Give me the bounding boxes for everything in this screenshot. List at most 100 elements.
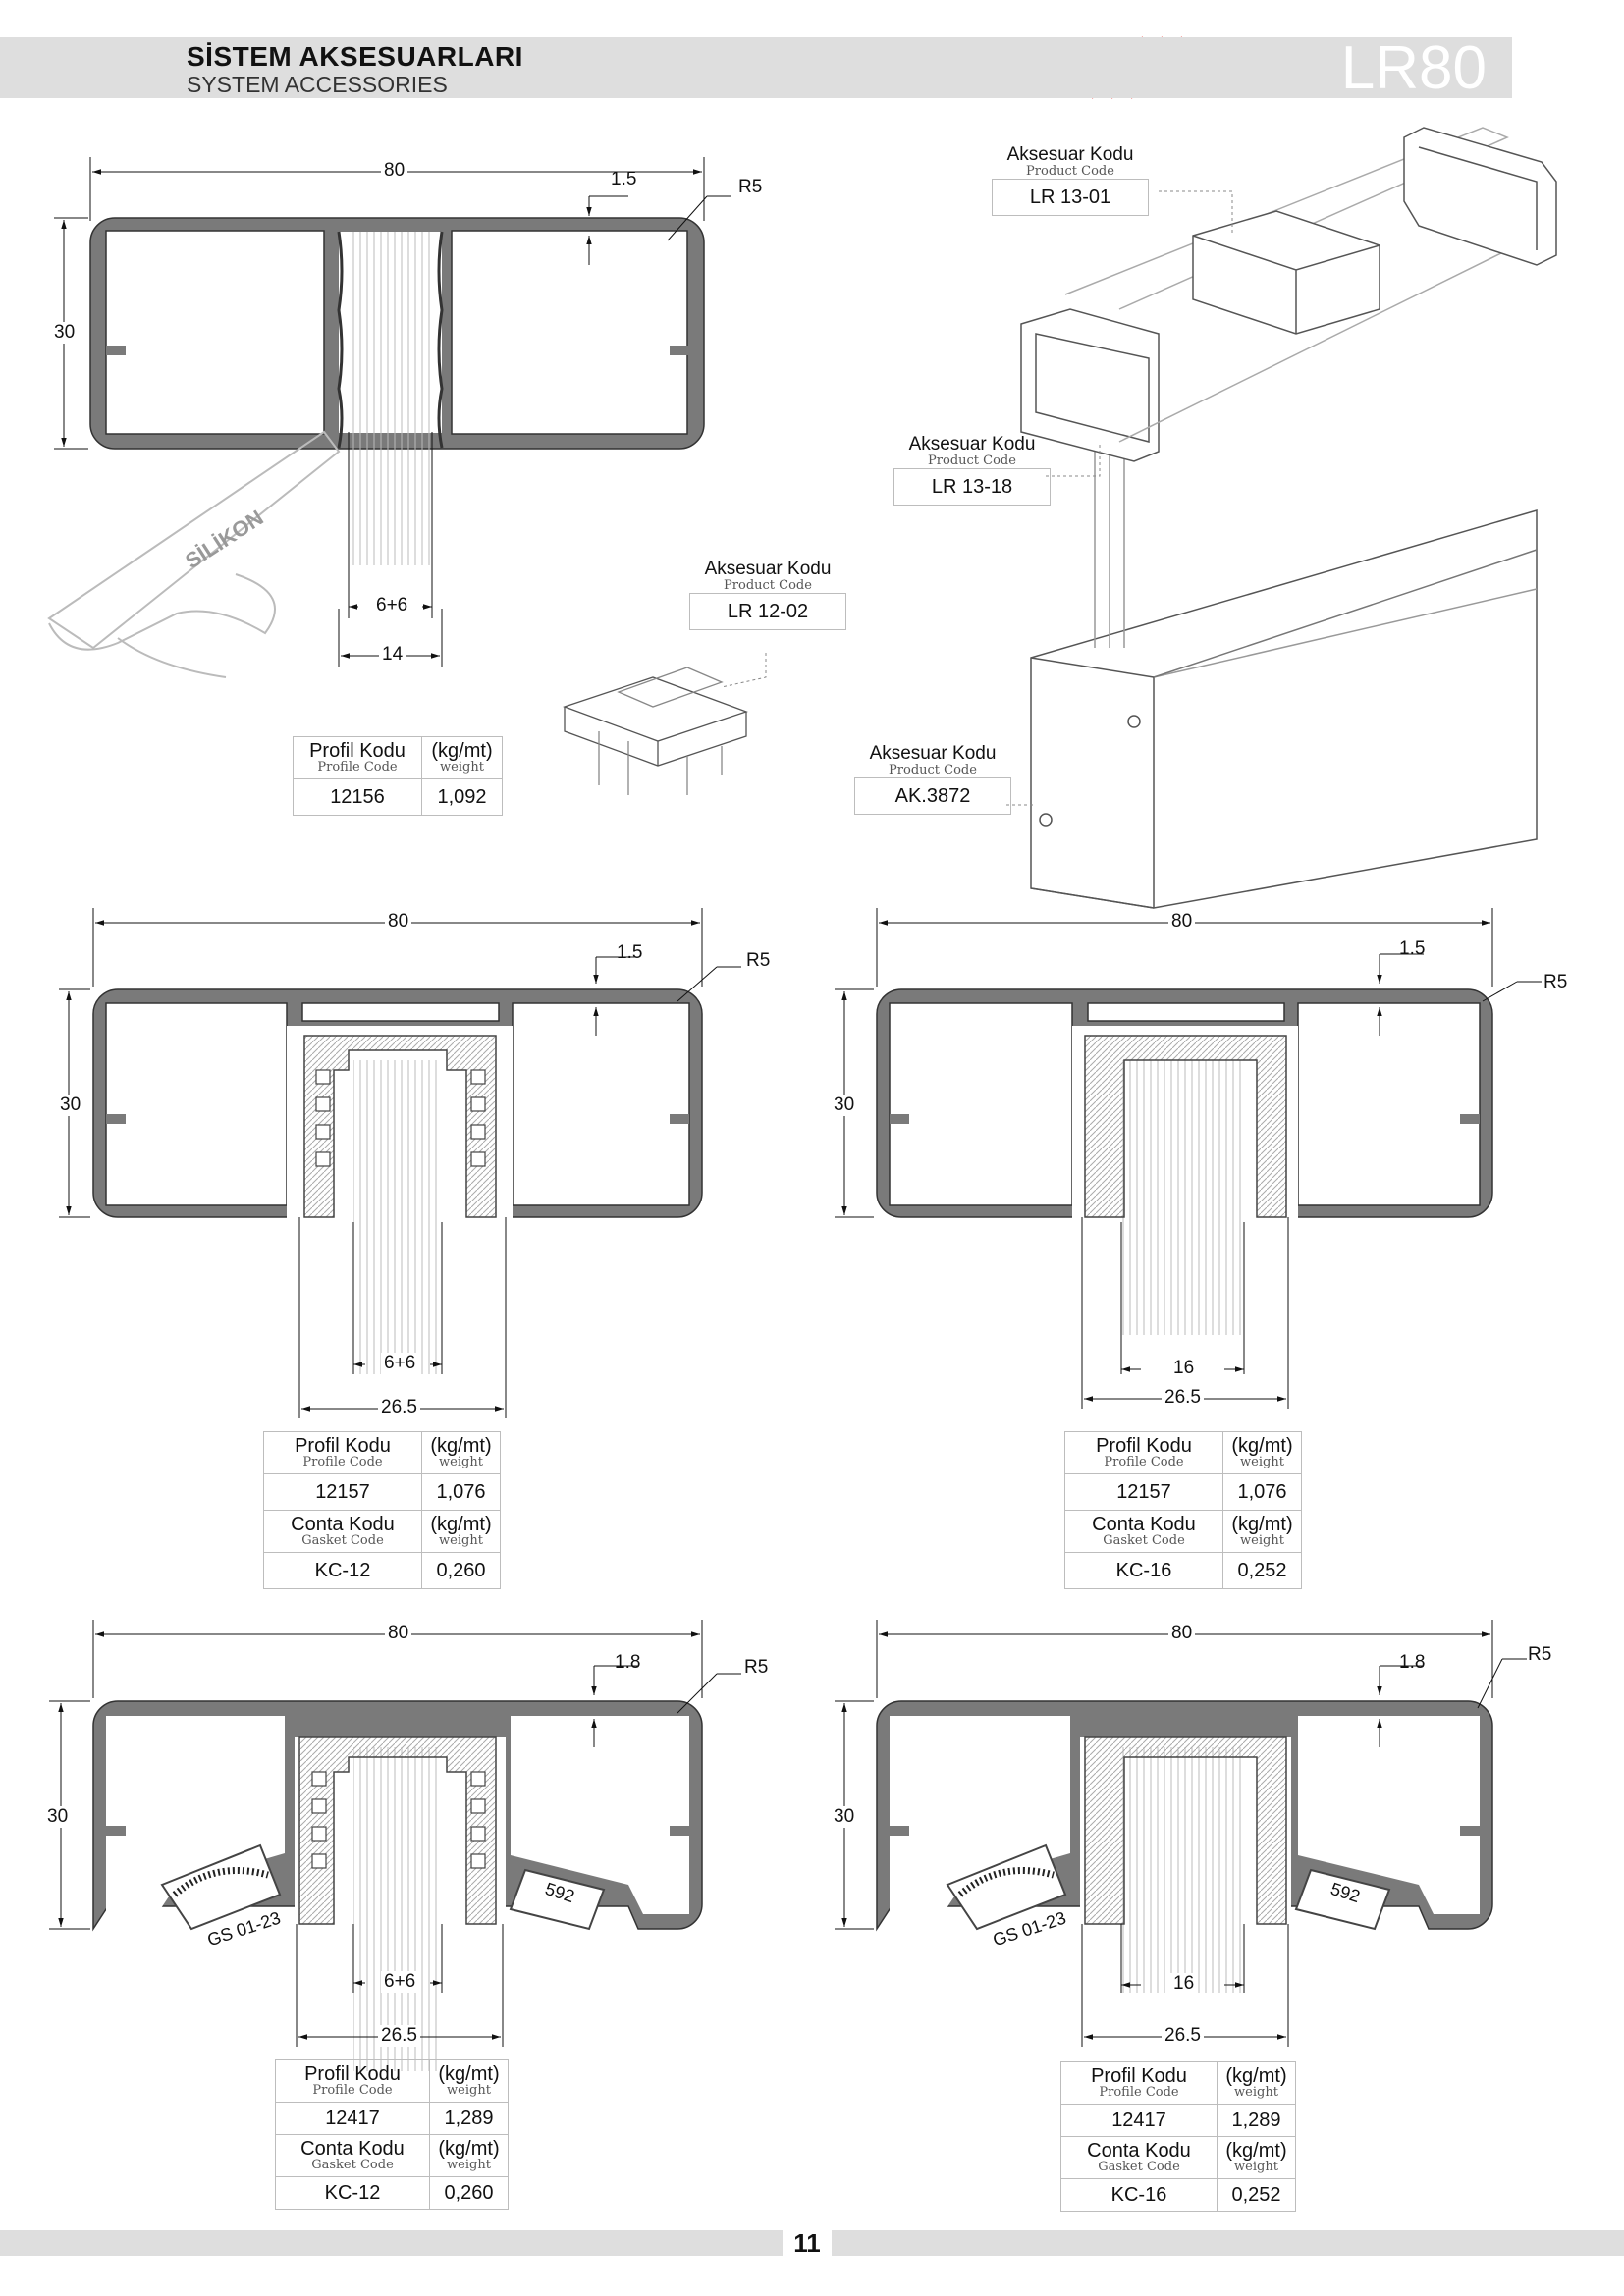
- acc-label-tr: Aksesuar Kodu: [704, 559, 832, 579]
- label-tr: Conta Kodu: [300, 2138, 405, 2160]
- label-tr: (kg/mt): [1225, 2140, 1287, 2162]
- acc-label-tr: Aksesuar Kodu: [908, 434, 1036, 454]
- label-tr: Conta Kodu: [291, 1514, 395, 1535]
- label-en: Gasket Code: [311, 2158, 394, 2172]
- acc-code-value: AK.3872: [854, 777, 1011, 815]
- dim-slot: 26.5: [1162, 2025, 1204, 2047]
- weight-header: (kg/mt)weight: [421, 736, 503, 779]
- dim-height: 30: [831, 1806, 858, 1828]
- model-name: LR80: [1340, 34, 1487, 102]
- acc-label-en: Product Code: [854, 764, 1011, 778]
- weight-header: (kg/mt)weight: [421, 1510, 501, 1553]
- profile-12156-section: [89, 217, 705, 565]
- dim-glass: 16: [1170, 1358, 1198, 1379]
- silicone-gun-drawing: [47, 430, 341, 678]
- dim-height: 30: [831, 1095, 858, 1116]
- label-en: weight: [1234, 2160, 1278, 2174]
- gasket-code-value: KC-16: [1064, 1552, 1223, 1589]
- acc-label-en: Product Code: [893, 454, 1051, 469]
- profile-weight-value: 1,076: [1222, 1473, 1302, 1511]
- acc-code-value: LR 13-01: [992, 179, 1149, 216]
- dim-wall: 1.8: [1399, 1652, 1426, 1673]
- dim-wall: 1.8: [615, 1652, 641, 1673]
- profile-12157-kc12-section: [92, 988, 703, 1374]
- dim-glass: 6+6: [373, 595, 411, 616]
- profile-12157-kc16-section: [876, 988, 1493, 1335]
- profile-code-value: 12417: [1060, 2104, 1218, 2137]
- gasket-weight-value: 0,252: [1222, 1552, 1302, 1589]
- dim-radius: R5: [744, 1657, 769, 1678]
- dim-slot: 26.5: [1162, 1387, 1204, 1409]
- label-en: Profile Code: [312, 2083, 393, 2098]
- accessory-callout-ak3872: Aksesuar Kodu Product Code AK.3872: [854, 744, 1011, 815]
- gasket-code-value: KC-16: [1060, 2178, 1218, 2212]
- label-en: weight: [439, 1455, 483, 1469]
- weight-header: (kg/mt)weight: [1217, 2061, 1296, 2105]
- acc-label-en: Product Code: [992, 165, 1149, 180]
- label-tr: (kg/mt): [438, 2138, 500, 2160]
- dim-wall: 1.5: [1399, 938, 1426, 959]
- label-en: Profile Code: [317, 760, 398, 774]
- weight-header: (kg/mt)weight: [1222, 1510, 1302, 1553]
- label-en: Gasket Code: [1098, 2160, 1180, 2174]
- label-en: weight: [1234, 2085, 1278, 2100]
- profile-weight-value: 1,092: [421, 778, 503, 816]
- weight-header: (kg/mt)weight: [429, 2059, 509, 2103]
- gasket-code-value: KC-12: [275, 2176, 430, 2210]
- label-tr: (kg/mt): [430, 1514, 492, 1535]
- weight-header: (kg/mt)weight: [429, 2134, 509, 2177]
- profile-12417-kc16-section: [876, 1700, 1493, 1993]
- dim-radius: R5: [1543, 972, 1568, 992]
- dim-height: 30: [57, 1095, 84, 1116]
- weight-header: (kg/mt)weight: [1217, 2136, 1296, 2179]
- dim-slot: 14: [379, 644, 406, 666]
- gasket-code-value: KC-12: [263, 1552, 422, 1589]
- dim-glass: 16: [1170, 1973, 1198, 1995]
- acc-code-value: LR 13-18: [893, 468, 1051, 506]
- label-tr: (kg/mt): [431, 740, 493, 762]
- label-en: weight: [1240, 1533, 1284, 1548]
- profile-code-value: 12156: [293, 778, 422, 816]
- acc-label-en: Product Code: [689, 579, 846, 594]
- accessory-callout-lr1202: Aksesuar Kodu Product Code LR 12-02: [689, 560, 846, 630]
- profile-12417-kc12-section: [92, 1700, 703, 2071]
- weight-header: (kg/mt)weight: [1222, 1431, 1302, 1474]
- label-en: Profile Code: [1099, 2085, 1179, 2100]
- label-tr: (kg/mt): [1225, 2065, 1287, 2087]
- header-title: SİSTEM AKSESUARLARI: [187, 41, 523, 72]
- label-en: weight: [439, 1533, 483, 1548]
- profile-weight-value: 1,076: [421, 1473, 501, 1511]
- dim-radius: R5: [746, 950, 771, 971]
- label-tr: (kg/mt): [430, 1435, 492, 1457]
- dim-height: 30: [44, 1806, 72, 1828]
- dim-slot: 26.5: [378, 1397, 420, 1418]
- page-number: 11: [783, 2226, 832, 2260]
- accessory-callout-lr1301: Aksesuar Kodu Product Code LR 13-01: [992, 145, 1149, 216]
- label-en: Gasket Code: [301, 1533, 384, 1548]
- dim-glass: 6+6: [381, 1353, 419, 1374]
- assembly-3d-drawing: [1020, 127, 1557, 909]
- dim-width: 80: [1168, 911, 1196, 933]
- label-tr: Conta Kodu: [1092, 1514, 1196, 1535]
- label-en: Profile Code: [302, 1455, 383, 1469]
- dim-slot: 26.5: [378, 2025, 420, 2047]
- dim-wall: 1.5: [611, 169, 637, 189]
- label-en: Gasket Code: [1103, 1533, 1185, 1548]
- gasket-weight-value: 0,260: [429, 2176, 509, 2210]
- gasket-weight-value: 0,252: [1217, 2178, 1296, 2212]
- label-tr: (kg/mt): [1231, 1514, 1293, 1535]
- dim-height: 30: [51, 322, 79, 344]
- gasket-weight-value: 0,260: [421, 1552, 501, 1589]
- profile-12417-kc12-dimensions: [49, 1620, 741, 2047]
